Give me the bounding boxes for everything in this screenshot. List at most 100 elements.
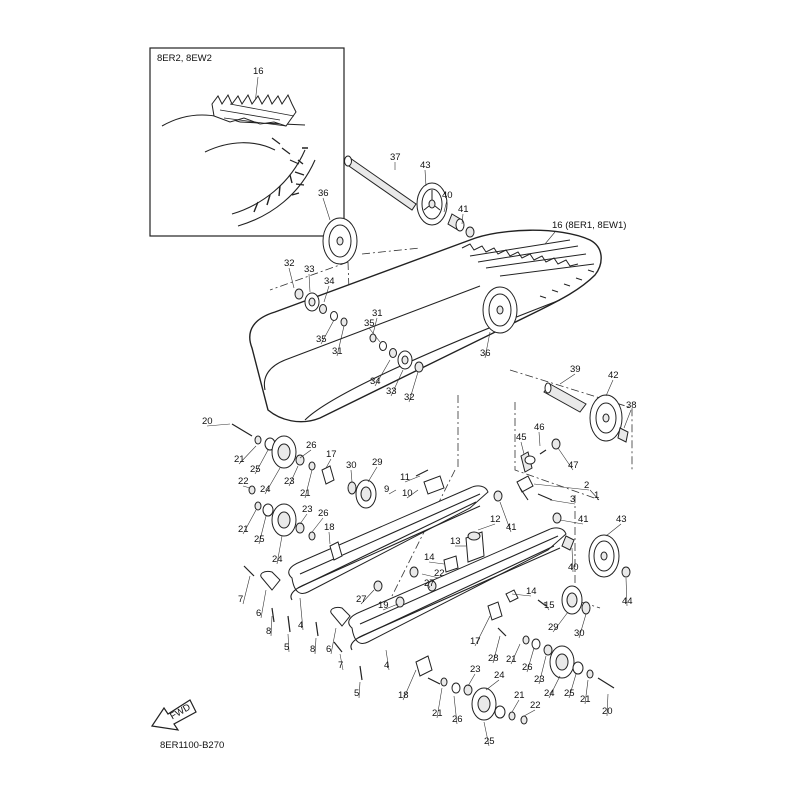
bolt-31-left: [340, 317, 348, 327]
callout-number: 12: [490, 514, 501, 525]
callout-number: 39: [570, 364, 581, 375]
bolt-20-left: [231, 423, 253, 437]
inset-frame: [149, 47, 345, 237]
wheel-36-mid: [482, 286, 518, 334]
callout-number: 34: [324, 276, 335, 287]
callout-number: 45: [516, 432, 527, 443]
nut-47: [551, 438, 561, 450]
callout-leader: [358, 681, 361, 699]
callout-leader: [382, 603, 399, 611]
callout-leader: [511, 593, 532, 597]
callout-leader: [385, 649, 390, 671]
callout-number: 13: [450, 536, 461, 547]
callout-leader: [543, 601, 550, 611]
callout-number: 37: [390, 152, 401, 163]
callout-number: 32: [404, 392, 415, 403]
arm-18-right: [415, 655, 433, 677]
callout-leader: [406, 489, 419, 499]
callout-leader: [568, 673, 577, 699]
spacer-34-lower: [389, 348, 397, 358]
callout-number: 27: [356, 594, 367, 605]
callout-number: 42: [608, 370, 619, 381]
callout-leader: [548, 675, 561, 699]
callout-number: 24: [260, 484, 271, 495]
nut-27-left: [373, 580, 383, 592]
bolt-5-lower: [359, 665, 363, 681]
callout-number: 47: [568, 460, 579, 471]
bolt-7-upper: [243, 565, 255, 577]
callout-number: 41: [458, 204, 469, 215]
callout-number: 7: [238, 594, 243, 605]
inset-track-lugs: [211, 93, 308, 213]
spacer-23-right: [543, 644, 553, 656]
nut-21-upper-left: [308, 461, 316, 471]
callout-leader: [408, 371, 419, 403]
inset-title: 8ER2, 8EW2: [157, 53, 212, 64]
nut-41-right: [552, 512, 562, 524]
callout-leader: [323, 285, 330, 303]
callout-leader: [474, 615, 491, 647]
stop-14-left: [443, 555, 459, 573]
callout-leader: [322, 197, 331, 221]
callout-leader: [299, 597, 304, 631]
bolt-20-right: [597, 677, 615, 689]
bolt-19: [395, 596, 405, 608]
callout-leader: [242, 575, 251, 605]
bolt-5-upper: [287, 615, 291, 633]
callout-leader: [605, 523, 622, 537]
nut-22-left: [248, 485, 256, 495]
callout-number: 27: [424, 578, 435, 589]
callout-leader: [260, 589, 267, 619]
callout-number: 23: [534, 674, 545, 685]
callout-leader: [242, 509, 257, 535]
left-wheel-group: [231, 423, 377, 561]
callout-leader: [242, 485, 251, 489]
callout-leader: [325, 458, 332, 469]
callout-leader: [428, 585, 431, 589]
callout-leader: [336, 325, 345, 357]
callout-number: 4: [298, 620, 303, 631]
callout-leader: [421, 573, 440, 579]
cross-bracket-13: [465, 531, 485, 563]
callout-number: 17: [470, 636, 481, 647]
callout-leader: [304, 469, 313, 499]
stopper-6-upper: [260, 571, 281, 591]
callout-leader: [368, 327, 381, 343]
callout-leader: [424, 169, 427, 187]
spacer-34-upper: [319, 304, 327, 314]
track-lugs: [461, 239, 595, 299]
callout-leader: [254, 449, 269, 475]
callout-number: 21: [238, 524, 249, 535]
callout-number: 22: [530, 700, 541, 711]
callout-leader: [484, 331, 491, 359]
callout-number: 24: [272, 554, 283, 565]
collar-35-mid: [379, 341, 387, 351]
callout-number: 21: [300, 488, 311, 499]
washer-26-bottom: [451, 682, 461, 694]
rear-axle-assembly: [543, 382, 629, 443]
bolt-8-upper: [271, 607, 275, 623]
washer-46: [539, 449, 547, 455]
callout-leader: [549, 499, 576, 505]
track-label: 16 (8ER1, 8EW1): [552, 220, 626, 231]
callout-leader: [606, 693, 609, 717]
nut-21-bottom-right: [508, 711, 516, 721]
nut-21-bottom-left: [440, 677, 448, 687]
slide-rail-right: [348, 527, 567, 651]
upper-wheel-assembly: [294, 155, 518, 373]
callout-leader: [402, 669, 417, 701]
callout-leader: [559, 373, 576, 385]
wheel-24-right: [549, 645, 575, 679]
callout-number: 17: [326, 449, 337, 460]
washer-25-right: [572, 661, 584, 675]
callout-leader: [270, 615, 273, 637]
callout-number: 19: [378, 600, 389, 611]
callout-number: 32: [284, 258, 295, 269]
callout-leader: [578, 613, 587, 639]
callout-leader: [461, 213, 464, 225]
callout-leader: [372, 317, 378, 335]
callout-leader: [538, 655, 547, 685]
collar-40: [447, 213, 465, 232]
spacer-23-bottom: [463, 684, 473, 696]
callout-number: 2: [584, 480, 589, 491]
